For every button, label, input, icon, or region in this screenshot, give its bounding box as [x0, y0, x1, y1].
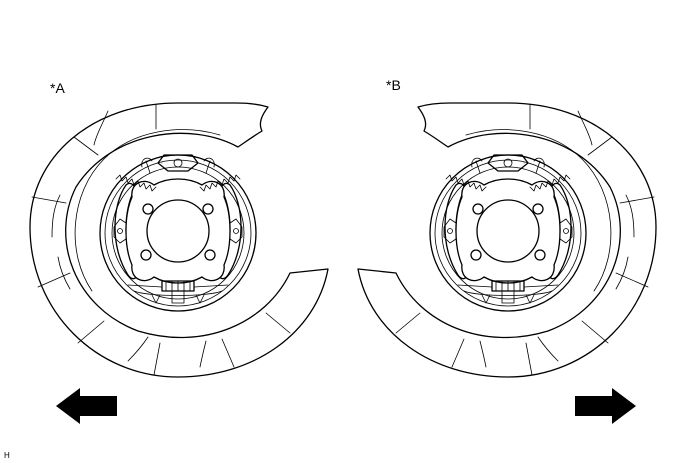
arrow-left-icon	[56, 388, 117, 424]
left-brake-assembly	[29, 102, 329, 378]
callout-label-a: *A	[50, 80, 65, 96]
right-brake-assembly	[357, 102, 657, 378]
figure-code: H	[4, 451, 10, 460]
arrow-right-icon	[575, 388, 636, 424]
callout-label-b: *B	[386, 77, 401, 93]
